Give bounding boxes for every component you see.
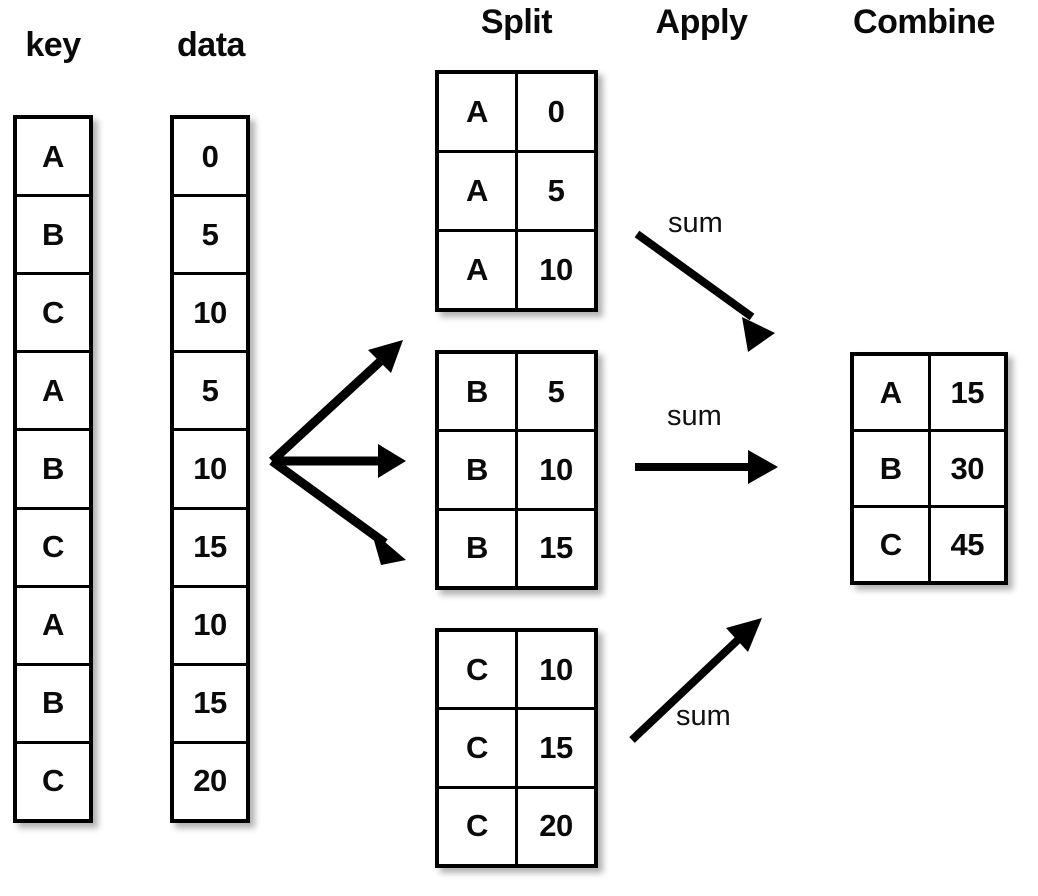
key-cell: B bbox=[854, 432, 931, 505]
apply-sum-arrow-a bbox=[634, 230, 775, 352]
table-row: 20 bbox=[174, 744, 246, 819]
heading-split: Split bbox=[480, 3, 553, 41]
table-row: B 30 bbox=[854, 432, 1004, 508]
heading-data: data bbox=[177, 26, 245, 64]
key-cell: C bbox=[42, 529, 64, 565]
split-group-c-table: C 10 C 15 C 20 bbox=[435, 628, 598, 868]
key-cell: B bbox=[439, 510, 518, 586]
table-row: B 10 bbox=[439, 432, 594, 511]
key-cell: A bbox=[42, 138, 64, 174]
split-arrow-up-head bbox=[368, 340, 403, 373]
split-arrow-down-line bbox=[269, 457, 388, 547]
apply-sum-arrow-b-head bbox=[748, 450, 778, 484]
table-row: C bbox=[17, 510, 89, 588]
table-row: A bbox=[17, 119, 89, 198]
table-row: 0 bbox=[174, 119, 246, 198]
table-row: B 5 bbox=[439, 354, 594, 433]
table-row: B bbox=[17, 197, 89, 276]
key-cell: B bbox=[439, 432, 518, 508]
value-cell: 15 bbox=[950, 374, 985, 410]
sum-label-b: sum bbox=[667, 400, 722, 432]
table-row: B bbox=[17, 666, 89, 744]
heading-key: key bbox=[25, 26, 81, 64]
table-row: C 10 bbox=[439, 632, 594, 711]
value-cell: 10 bbox=[539, 651, 573, 687]
value-cell: 20 bbox=[539, 808, 573, 844]
key-cell: A bbox=[42, 607, 64, 643]
data-column-table: 0 5 10 5 10 15 10 15 20 bbox=[170, 115, 250, 823]
table-row: 10 bbox=[174, 275, 246, 354]
value-cell: 15 bbox=[539, 729, 573, 765]
sum-label-a: sum bbox=[668, 207, 723, 239]
table-row: 10 bbox=[174, 431, 246, 510]
key-cell: A bbox=[439, 74, 518, 150]
data-cell: 10 bbox=[193, 294, 227, 330]
split-arrow-up-line bbox=[268, 353, 389, 465]
sum-label-c: sum bbox=[676, 700, 731, 732]
table-row: A 15 bbox=[854, 356, 1004, 432]
value-cell: 10 bbox=[539, 252, 573, 287]
key-cell: C bbox=[854, 508, 931, 581]
key-cell: C bbox=[439, 788, 518, 864]
apply-sum-arrow-c-head bbox=[726, 618, 762, 652]
value-cell: 5 bbox=[547, 373, 565, 409]
value-cell: 10 bbox=[539, 451, 573, 487]
value-cell: 30 bbox=[950, 450, 985, 486]
data-cell: 10 bbox=[193, 607, 227, 643]
table-row: B 15 bbox=[439, 510, 594, 586]
heading-apply: Apply bbox=[655, 3, 748, 41]
table-row: B bbox=[17, 431, 89, 510]
table-row: C bbox=[17, 275, 89, 354]
key-cell: A bbox=[854, 356, 931, 429]
table-row: C bbox=[17, 744, 89, 819]
split-arrow-mid-head bbox=[378, 444, 406, 478]
table-row: C 45 bbox=[854, 508, 1004, 581]
table-row: 5 bbox=[174, 353, 246, 432]
data-cell: 5 bbox=[201, 372, 219, 408]
data-cell: 20 bbox=[193, 763, 227, 799]
value-cell: 45 bbox=[950, 526, 985, 562]
key-cell: B bbox=[42, 450, 64, 486]
apply-sum-arrow-b bbox=[635, 450, 778, 484]
key-cell: C bbox=[42, 763, 64, 799]
value-cell: 5 bbox=[547, 173, 565, 208]
table-row: 10 bbox=[174, 588, 246, 666]
apply-sum-arrow-a-head bbox=[742, 317, 775, 352]
value-cell: 0 bbox=[547, 94, 565, 129]
key-cell: B bbox=[42, 216, 64, 252]
key-cell: A bbox=[439, 153, 518, 229]
combine-result-table: A 15 B 30 C 45 bbox=[850, 352, 1008, 585]
table-row: A 0 bbox=[439, 74, 594, 153]
key-column-table: A B C A B C A B C bbox=[13, 115, 93, 823]
key-cell: C bbox=[42, 294, 64, 330]
data-cell: 10 bbox=[193, 450, 227, 486]
split-group-a-table: A 0 A 5 A 10 bbox=[435, 70, 598, 312]
heading-combine: Combine bbox=[853, 3, 995, 41]
key-cell: C bbox=[439, 710, 518, 786]
table-row: A 5 bbox=[439, 153, 594, 232]
key-cell: B bbox=[439, 354, 518, 430]
split-arrow-down-head bbox=[371, 530, 406, 565]
data-cell: 15 bbox=[193, 685, 227, 721]
table-row: C 15 bbox=[439, 710, 594, 789]
key-cell: C bbox=[439, 632, 518, 708]
table-row: A bbox=[17, 588, 89, 666]
data-cell: 15 bbox=[193, 529, 227, 565]
key-cell: A bbox=[42, 372, 64, 408]
split-fan-arrows bbox=[268, 340, 406, 565]
table-row: A bbox=[17, 353, 89, 432]
data-cell: 0 bbox=[201, 138, 219, 174]
apply-sum-arrow-a-line bbox=[634, 230, 755, 321]
split-group-b-table: B 5 B 10 B 15 bbox=[435, 350, 598, 590]
data-cell: 5 bbox=[201, 216, 219, 252]
table-row: 5 bbox=[174, 197, 246, 276]
key-cell: B bbox=[42, 685, 64, 721]
value-cell: 15 bbox=[539, 530, 573, 566]
table-row: C 20 bbox=[439, 788, 594, 864]
table-row: 15 bbox=[174, 510, 246, 588]
table-row: A 10 bbox=[439, 232, 594, 308]
key-cell: A bbox=[439, 232, 518, 308]
table-row: 15 bbox=[174, 666, 246, 744]
